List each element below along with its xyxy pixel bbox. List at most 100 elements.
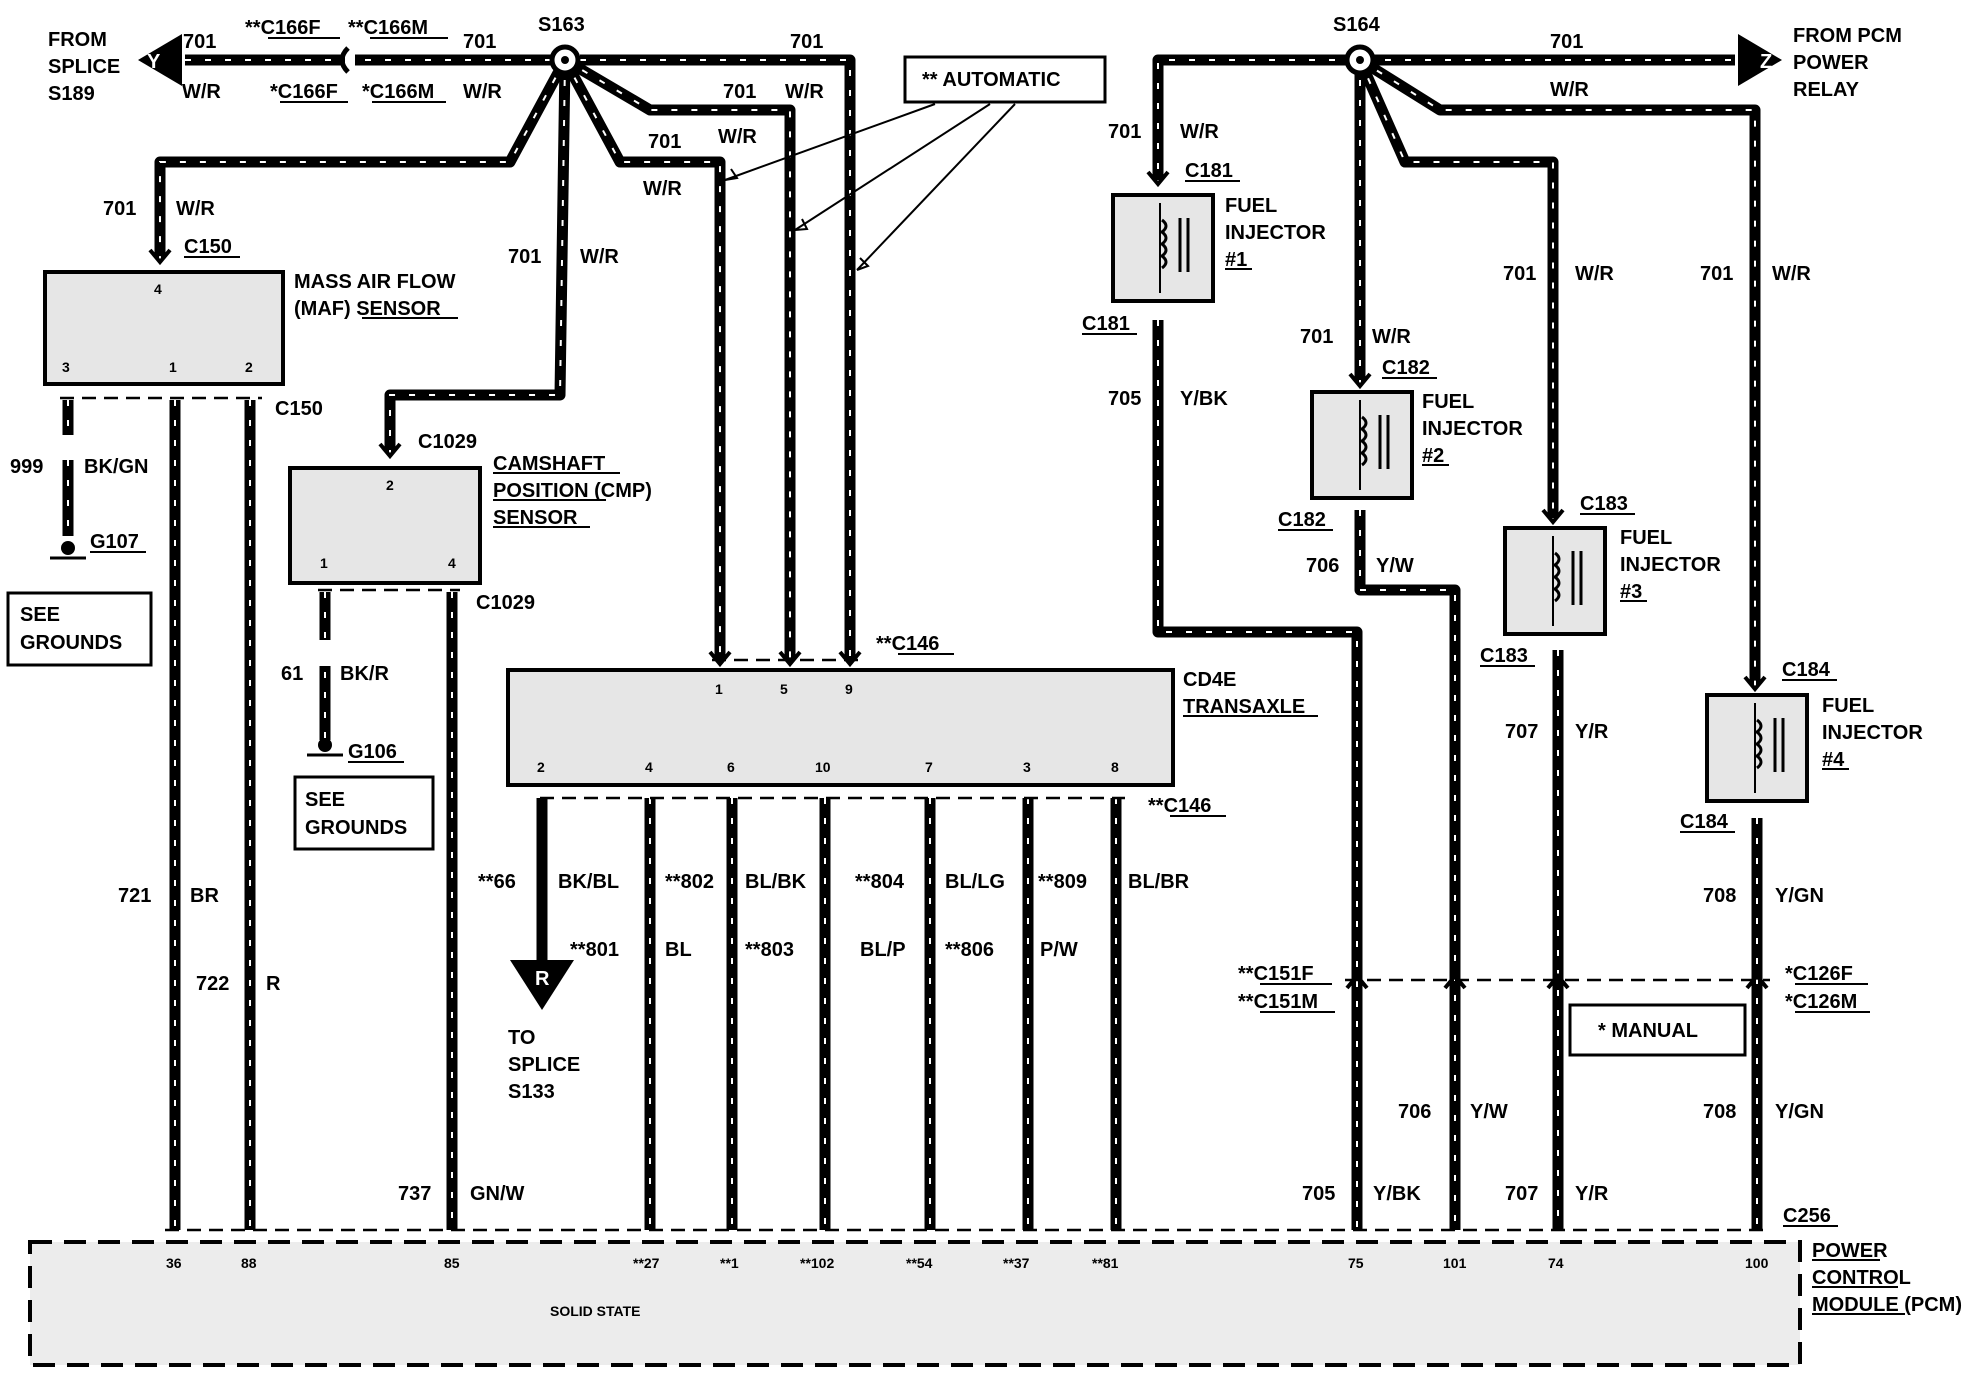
svg-text:TO: TO [508, 1027, 535, 1049]
svg-text:INJECTOR: INJECTOR [1620, 554, 1721, 576]
svg-text:4: 4 [448, 555, 456, 571]
svg-text:FUEL: FUEL [1422, 391, 1474, 413]
injector-1-label: FUEL INJECTOR #1 [1225, 195, 1326, 271]
c183-bottom: C183 [1480, 645, 1528, 667]
svg-text:**801: **801 [570, 939, 619, 961]
solid-state-label: SOLID STATE [550, 1303, 640, 1319]
svg-text:W/R: W/R [1372, 326, 1411, 348]
svg-text:701: 701 [648, 131, 681, 153]
c181-top: C181 [1185, 160, 1233, 182]
automatic-note: ** AUTOMATIC [922, 69, 1061, 91]
c151m-label: **C151M [1238, 991, 1318, 1013]
svg-text:8: 8 [1111, 759, 1119, 775]
g106-label: G106 [348, 741, 397, 763]
svg-text:**809: **809 [1038, 871, 1087, 893]
svg-text:W/R: W/R [718, 126, 757, 148]
svg-text:R: R [266, 973, 281, 995]
svg-text:705: 705 [1108, 388, 1141, 410]
svg-text:74: 74 [1548, 1255, 1564, 1271]
svg-text:BK/R: BK/R [340, 663, 389, 685]
svg-text:SENSOR: SENSOR [493, 507, 578, 529]
svg-text:(MAF) SENSOR: (MAF) SENSOR [294, 298, 441, 320]
c166m-b: *C166M [362, 81, 434, 103]
svg-text:GROUNDS: GROUNDS [20, 632, 122, 654]
svg-text:36: 36 [166, 1255, 182, 1271]
svg-text:706: 706 [1398, 1101, 1431, 1123]
c146-bottom: **C146 [1148, 795, 1211, 817]
c166-connector-symbol [339, 46, 350, 74]
injector-2-label: FUEL INJECTOR #2 [1422, 391, 1523, 467]
svg-text:GN/W: GN/W [470, 1183, 525, 1205]
svg-text:MODULE (PCM): MODULE (PCM) [1812, 1294, 1962, 1316]
g107-label: G107 [90, 531, 139, 553]
svg-text:CONTROL: CONTROL [1812, 1267, 1911, 1289]
maf-sensor-box [43, 270, 285, 386]
svg-text:POSITION (CMP): POSITION (CMP) [493, 480, 652, 502]
c166f-b: *C166F [270, 81, 338, 103]
svg-text:CAMSHAFT: CAMSHAFT [493, 453, 605, 475]
c184-bottom: C184 [1680, 811, 1729, 833]
svg-text:Y/R: Y/R [1575, 721, 1609, 743]
svg-text:MASS AIR FLOW: MASS AIR FLOW [294, 271, 456, 293]
svg-text:1: 1 [169, 359, 177, 375]
svg-text:701: 701 [508, 246, 541, 268]
svg-text:FROM: FROM [48, 29, 107, 51]
ground-icon-g107 [50, 541, 86, 560]
svg-text:#1: #1 [1225, 249, 1247, 271]
svg-text:BL/BR: BL/BR [1128, 871, 1190, 893]
svg-text:W/R: W/R [1550, 79, 1589, 101]
c182-bottom: C182 [1278, 509, 1326, 531]
svg-text:737: 737 [398, 1183, 431, 1205]
svg-text:FUEL: FUEL [1620, 527, 1672, 549]
svg-text:Y/R: Y/R [1575, 1183, 1609, 1205]
svg-text:S189: S189 [48, 83, 95, 105]
svg-text:**81: **81 [1092, 1255, 1119, 1271]
svg-text:75: 75 [1348, 1255, 1364, 1271]
svg-text:**802: **802 [665, 871, 714, 893]
automatic-pointer-lines [724, 103, 1016, 271]
svg-text:Y/BK: Y/BK [1373, 1183, 1421, 1205]
wires-right [1152, 54, 1763, 1230]
svg-text:Y/BK: Y/BK [1180, 388, 1228, 410]
c1029-top: C1029 [418, 431, 477, 453]
svg-text:701: 701 [1503, 263, 1536, 285]
svg-text:**27: **27 [633, 1255, 660, 1271]
terminal-y-label: Y [147, 51, 161, 73]
fuel-injector-1 [1111, 193, 1215, 303]
to-splice-label: TO SPLICE S133 [508, 1027, 580, 1103]
svg-text:**37: **37 [1003, 1255, 1030, 1271]
see-grounds-box-1 [6, 591, 153, 667]
wire-labels: 701 W/R 701 W/R 701 W/R 701 W/R 701 W/R … [10, 31, 1824, 1205]
svg-text:701: 701 [790, 31, 823, 53]
svg-text:#4: #4 [1822, 749, 1845, 771]
s163-label: S163 [538, 14, 585, 36]
svg-text:W/R: W/R [1180, 121, 1219, 143]
transaxle-box [506, 668, 1175, 787]
svg-text:706: 706 [1306, 555, 1339, 577]
svg-text:Y/GN: Y/GN [1775, 1101, 1824, 1123]
svg-text:701: 701 [1108, 121, 1141, 143]
svg-text:W/R: W/R [643, 178, 682, 200]
pin-numbers: 4 3 1 2 2 1 4 1 5 9 2 4 6 10 7 3 8 36 88… [62, 281, 1769, 1271]
svg-text:3: 3 [1023, 759, 1031, 775]
svg-text:GROUNDS: GROUNDS [305, 817, 407, 839]
svg-text:SEE: SEE [305, 789, 345, 811]
svg-text:88: 88 [241, 1255, 257, 1271]
see-grounds-2: SEE GROUNDS [305, 789, 407, 839]
svg-text:BK/GN: BK/GN [84, 456, 148, 478]
see-grounds-box-2 [293, 775, 435, 851]
svg-text:707: 707 [1505, 1183, 1538, 1205]
svg-text:701: 701 [103, 198, 136, 220]
svg-text:**66: **66 [478, 871, 516, 893]
svg-text:**806: **806 [945, 939, 994, 961]
svg-text:701: 701 [463, 31, 496, 53]
arrowheads [148, 170, 1769, 990]
svg-text:5: 5 [780, 681, 788, 697]
c1029-bottom: C1029 [476, 592, 535, 614]
transaxle-label: CD4E TRANSAXLE [1183, 669, 1318, 718]
svg-text:W/R: W/R [463, 81, 502, 103]
c183-top: C183 [1580, 493, 1628, 515]
svg-text:TRANSAXLE: TRANSAXLE [1183, 696, 1305, 718]
svg-text:4: 4 [645, 759, 653, 775]
